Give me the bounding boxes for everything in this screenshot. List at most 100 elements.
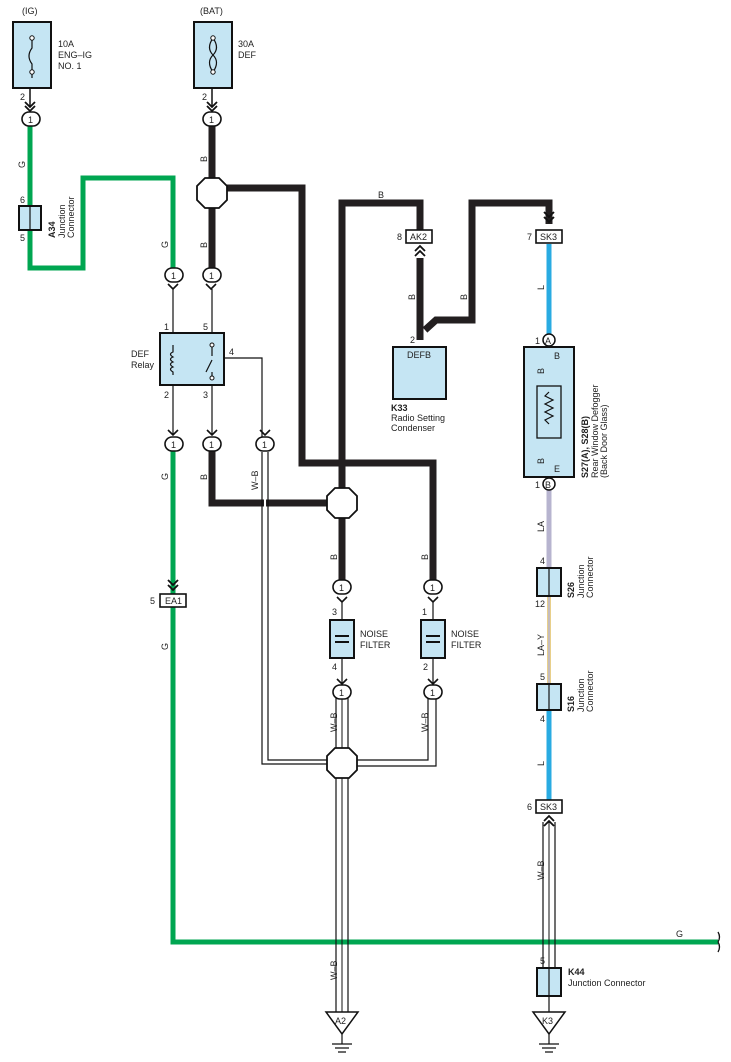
relay-pin-4: 4 <box>229 347 234 357</box>
svg-text:SK3: SK3 <box>540 802 557 812</box>
defogger-pin-b-num: 1 <box>535 480 540 490</box>
def-relay <box>159 332 225 386</box>
fuse-def-name: DEF <box>238 50 257 60</box>
wire-label-g-4: G <box>160 643 170 650</box>
defogger-name2: (Back Door Glass) <box>599 404 609 478</box>
svg-text:1: 1 <box>262 440 267 450</box>
conn-pill-relay-in-b: 1 <box>202 267 222 291</box>
noise-filter-1-top-pill: 1 <box>332 579 352 604</box>
nf2-pin-bottom: 2 <box>423 662 428 672</box>
relay-pin-2: 2 <box>164 390 169 400</box>
a34-pin-bottom: 5 <box>20 233 25 243</box>
sk3-connector-bottom: SK3 <box>535 799 563 827</box>
svg-text:1: 1 <box>430 583 435 593</box>
a34-code: A34 <box>47 221 57 238</box>
svg-text:1: 1 <box>28 115 33 125</box>
splice-middle <box>326 487 358 519</box>
fuse-engig-pin: 2 <box>20 92 25 102</box>
wires <box>27 125 721 1012</box>
wire-b-defog <box>422 199 553 333</box>
fuse-engig-name2: NO. 1 <box>58 61 82 71</box>
wire-label-b-defog: B <box>459 294 469 300</box>
svg-text:B: B <box>545 480 551 490</box>
wire-label-b-defog-bot: B <box>536 458 546 464</box>
rear-window-defogger <box>523 346 575 478</box>
wire-label-l-2: L <box>536 761 546 766</box>
svg-text:1: 1 <box>209 440 214 450</box>
wire-label-g-1: G <box>17 161 27 168</box>
conn-pill-ig-top: 1 <box>21 111 41 127</box>
conn-pill-relay-out-wb: 1 <box>255 429 275 452</box>
defogger-terminal-b: B <box>554 351 560 361</box>
noise-filter-2-bottom-pill: 1 <box>423 678 443 700</box>
k33-pin-label: DEFB <box>407 350 431 360</box>
s26-code: S26 <box>566 582 576 598</box>
a34-name2: Connector <box>66 196 76 238</box>
fuse-engig-amp: 10A <box>58 39 74 49</box>
svg-text:AK2: AK2 <box>410 232 427 242</box>
k33-name1: Radio Setting <box>391 413 445 423</box>
sk3-connector-top: SK3 <box>535 211 563 244</box>
wire-label-b-nf2: B <box>420 554 430 560</box>
wire-b-relay-out <box>208 448 342 507</box>
k44-code: K44 <box>568 967 585 977</box>
svg-text:SK3: SK3 <box>540 232 557 242</box>
nf2-name2: FILTER <box>451 640 482 650</box>
wire-g-tail <box>717 931 721 953</box>
wire-label-wb-nf1: W–B <box>329 712 339 732</box>
svg-text:1: 1 <box>430 688 435 698</box>
relay-name2: Relay <box>131 360 155 370</box>
fuse-def-amp: 30A <box>238 39 254 49</box>
wire-label-la-y: LA–Y <box>536 634 546 656</box>
nf1-pin-bottom: 4 <box>332 662 337 672</box>
relay-pin-1: 1 <box>164 322 169 332</box>
defogger-code: S27(A), S28(B) <box>580 416 590 478</box>
ak2-connector: AK2 <box>405 229 433 257</box>
s16-junction-connector <box>536 683 562 711</box>
bat-source-label: (BAT) <box>200 6 223 16</box>
sk3-bottom-pin: 6 <box>527 802 532 812</box>
conn-pill-relay-in-g: 1 <box>164 267 184 291</box>
fuse-engig <box>12 21 52 89</box>
k33-code: K33 <box>391 403 408 413</box>
defogger-pin-a-num: 1 <box>535 336 540 346</box>
k33-pin: 2 <box>410 335 415 345</box>
wire-b-split <box>212 184 437 585</box>
k44-pin: 5 <box>540 956 545 966</box>
wire-label-g-bottom: G <box>676 929 683 939</box>
conn-pill-relay-out-b: 1 <box>202 429 222 452</box>
sk3-top-pin: 7 <box>527 232 532 242</box>
nf1-name2: FILTER <box>360 640 391 650</box>
k33-condenser <box>392 346 447 400</box>
ig-source-label: (IG) <box>22 6 38 16</box>
wire-label-g-3: G <box>160 473 170 480</box>
nf2-name1: NOISE <box>451 629 479 639</box>
nf1-pin-top: 3 <box>332 607 337 617</box>
wire-label-b-top: B <box>378 190 384 200</box>
wire-g-relay-out <box>170 448 718 945</box>
a34-junction-connector <box>18 205 42 231</box>
nf2-pin-top: 1 <box>422 607 427 617</box>
wire-label-g-2: G <box>160 241 170 248</box>
nf1-name1: NOISE <box>360 629 388 639</box>
conn-pill-relay-out-g: 1 <box>164 429 184 452</box>
svg-text:1: 1 <box>339 583 344 593</box>
ea1-connector: EA1 <box>159 579 187 608</box>
noise-filter-2-top-pill: 1 <box>423 579 443 604</box>
a34-name1: Junction <box>57 204 67 238</box>
noise-filter-1-bottom-pill: 1 <box>332 678 352 700</box>
relay-pin-3: 3 <box>203 390 208 400</box>
k44-junction-connector <box>536 967 562 997</box>
wire-g-ig <box>27 125 176 272</box>
svg-text:K3: K3 <box>542 1016 553 1026</box>
a34-pin-top: 6 <box>20 195 25 205</box>
ground-k3: K3 <box>531 1011 567 1053</box>
noise-filter-1 <box>329 619 355 659</box>
svg-text:1: 1 <box>209 271 214 281</box>
wire-label-b-defog-top: B <box>536 368 546 374</box>
wire-label-b-1: B <box>199 156 209 162</box>
defogger-pin-a: A <box>542 333 556 347</box>
defogger-terminal-e: E <box>554 464 560 474</box>
svg-text:1: 1 <box>209 115 214 125</box>
